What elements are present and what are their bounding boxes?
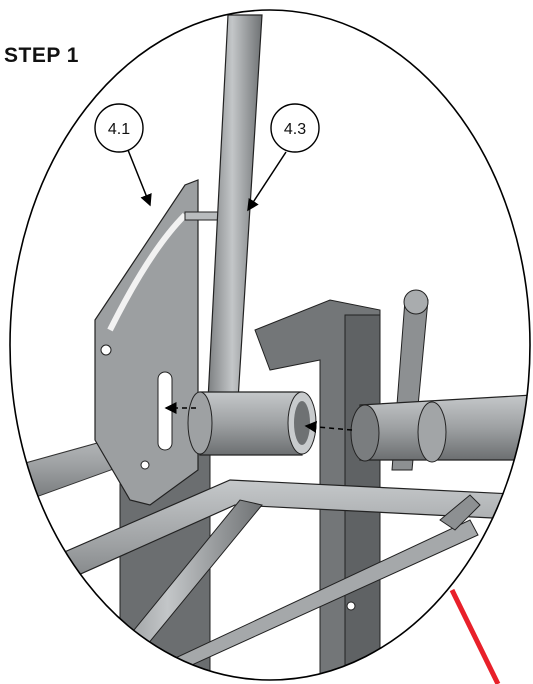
callout-4-1: 4.1 (94, 103, 152, 207)
tube-collar-right (417, 401, 447, 463)
plate-pin (184, 211, 221, 221)
callout-4-3: 4.3 (247, 103, 320, 212)
callout-4-1-circle (94, 103, 144, 153)
callout-4-3-label: 4.3 (284, 121, 306, 138)
lever-knob (403, 289, 429, 315)
bracket-hole (346, 601, 356, 611)
frame-corner (439, 494, 481, 531)
insert-arrow-right (304, 420, 353, 433)
horizontal-tube (359, 394, 530, 461)
detail-oval (9, 9, 531, 681)
sleeve (199, 391, 303, 456)
callout-4-3-circle (270, 103, 320, 153)
tube-4-3 (207, 14, 263, 401)
plate-slot-vertical (157, 371, 173, 451)
sleeve-end-left (187, 391, 213, 455)
detail-leader-line (449, 588, 501, 684)
lower-frame-cross (119, 519, 479, 680)
plate-4-1 (94, 179, 199, 506)
callout-4-1-label: 4.1 (108, 121, 130, 138)
plate-slot (107, 212, 188, 332)
callout-4-3-leader (247, 151, 287, 212)
plate-hole-low (140, 460, 150, 470)
step-title: STEP 1 (4, 44, 79, 67)
plate-hole (100, 344, 112, 356)
callout-4-1-leader (127, 149, 152, 207)
lower-frame-top (10, 479, 530, 611)
tube-collar-left (350, 404, 380, 462)
sleeve-bore (294, 401, 310, 445)
